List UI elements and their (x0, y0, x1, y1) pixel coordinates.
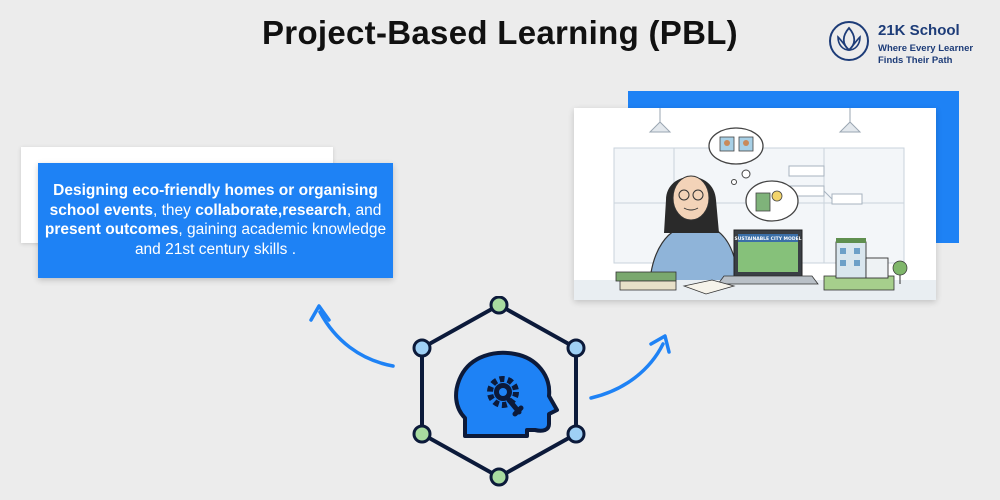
info-card: Designing eco-friendly homes or organisi… (38, 163, 393, 278)
hub-node-top (489, 296, 509, 315)
info-text-2: , and (346, 201, 382, 219)
laptop-screen-label: SUSTAINABLE CITY MODEL (734, 236, 801, 242)
logo-brand-name: 21K School (878, 22, 960, 39)
hub-node-lower-left (412, 424, 432, 444)
logo-tagline-line1: Where Every Learner (878, 43, 974, 54)
page-title: Project-Based Learning (PBL) (262, 14, 738, 51)
arrow-right-icon (589, 334, 671, 400)
brand-logo: 21K School Where Every Learner Finds The… (828, 20, 988, 70)
info-text-bold-2: collaborate,research (195, 201, 347, 219)
hub-node-upper-left (412, 338, 432, 358)
info-text-bold-1: Designing eco-friendly homes or organisi… (49, 182, 378, 219)
student-laptop-illustration: SUSTAINABLE CITY MODEL (574, 108, 936, 300)
info-text-3: , gaining academic knowledge and 21st ce… (134, 221, 387, 258)
pbl-hub-diagram (412, 296, 586, 487)
arrow-left-icon (309, 304, 395, 368)
hub-node-upper-right (566, 338, 586, 358)
hub-node-lower-right (566, 424, 586, 444)
info-text-bold-3: present outcomes (44, 221, 179, 238)
logo-lotus-icon (829, 21, 869, 61)
illustration-card: SUSTAINABLE CITY MODEL (574, 108, 936, 300)
hub-node-bottom (489, 467, 509, 487)
info-text-1: , they (153, 201, 196, 219)
gear-icon (487, 376, 524, 417)
logo-tagline-line2: Finds Their Path (878, 55, 953, 66)
